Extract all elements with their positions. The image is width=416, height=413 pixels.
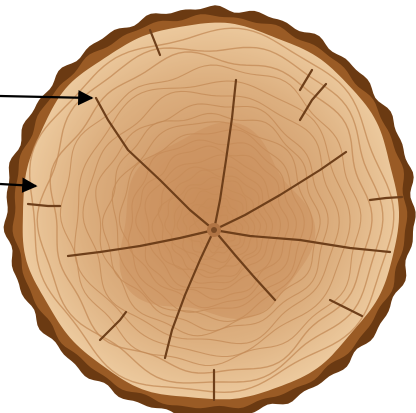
pith-center [211,227,217,233]
